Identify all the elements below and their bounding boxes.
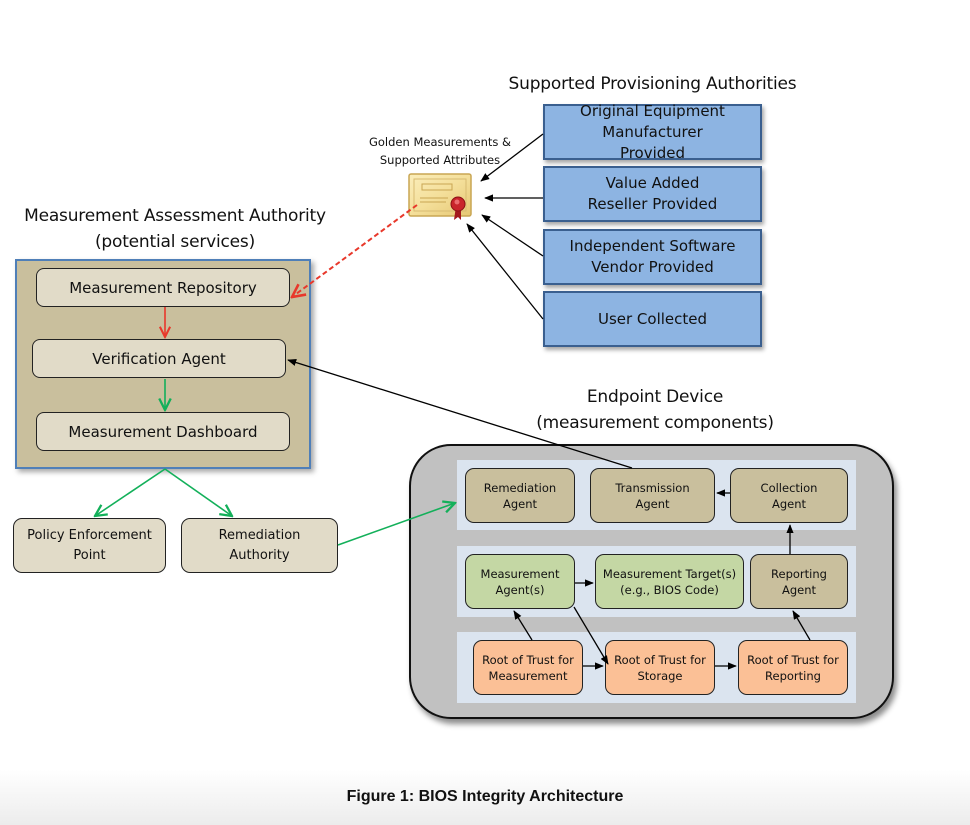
provider-isv-label: Independent Software Vendor Provided [569, 237, 736, 276]
arrow-maa-to-remediation-authority [164, 468, 232, 516]
provider-user: User Collected [543, 291, 762, 347]
root-of-trust-storage-label: Root of Trust for Storage [614, 652, 706, 683]
figure-caption: Figure 1: BIOS Integrity Architecture [346, 788, 624, 805]
measurement-repository-label: Measurement Repository [69, 278, 257, 297]
transmission-agent: Transmission Agent [590, 468, 715, 523]
measurement-dashboard: Measurement Dashboard [36, 412, 290, 451]
reporting-agent: Reporting Agent [750, 554, 848, 609]
measurement-repository: Measurement Repository [36, 268, 290, 307]
maa-title: Measurement Assessment Authority (potent… [5, 203, 345, 255]
remediation-authority-label: Remediation Authority [218, 527, 301, 563]
arrow-user-to-certificate [466, 223, 544, 320]
arrow-isv-to-certificate [481, 214, 544, 257]
verification-agent: Verification Agent [32, 339, 286, 378]
provider-oem-label: Original Equipment Manufacturer Provided [580, 101, 725, 162]
endpoint-title-line1: Endpoint Device [586, 387, 724, 407]
root-of-trust-measurement-label: Root of Trust for Measurement [482, 652, 574, 683]
provider-var-label: Value Added Reseller Provided [587, 174, 718, 213]
measurement-agents: Measurement Agent(s) [465, 554, 575, 609]
root-of-trust-reporting: Root of Trust for Reporting [738, 640, 848, 695]
golden-label-line1: Golden Measurements & [368, 135, 512, 149]
measurement-targets-label: Measurement Target(s) (e.g., BIOS Code) [602, 566, 737, 597]
maa-title-line2: (potential services) [94, 232, 256, 252]
provider-user-label: User Collected [597, 309, 708, 328]
policy-enforcement-point: Policy Enforcement Point [13, 518, 166, 573]
provider-var: Value Added Reseller Provided [543, 166, 762, 222]
measurement-dashboard-label: Measurement Dashboard [68, 422, 258, 441]
certificate-icon [406, 170, 474, 222]
measurement-agents-label: Measurement Agent(s) [480, 566, 560, 597]
maa-title-line1: Measurement Assessment Authority [24, 206, 326, 226]
collection-agent: Collection Agent [730, 468, 848, 523]
remediation-authority: Remediation Authority [181, 518, 338, 573]
measurement-targets: Measurement Target(s) (e.g., BIOS Code) [595, 554, 744, 609]
transmission-agent-label: Transmission Agent [615, 480, 690, 511]
policy-enforcement-point-label: Policy Enforcement Point [27, 527, 152, 563]
golden-label-line2: Supported Attributes [379, 153, 501, 167]
remediation-agent: Remediation Agent [465, 468, 575, 523]
endpoint-title: Endpoint Device (measurement components) [490, 384, 820, 436]
root-of-trust-measurement: Root of Trust for Measurement [473, 640, 583, 695]
reporting-agent-label: Reporting Agent [771, 566, 827, 597]
remediation-agent-label: Remediation Agent [483, 480, 557, 511]
provisioning-title: Supported Provisioning Authorities [508, 74, 797, 94]
provider-oem: Original Equipment Manufacturer Provided [543, 102, 762, 162]
endpoint-title-line2: (measurement components) [536, 413, 774, 433]
arrow-maa-to-pep [95, 468, 166, 516]
root-of-trust-reporting-label: Root of Trust for Reporting [747, 652, 839, 683]
verification-agent-label: Verification Agent [92, 349, 226, 368]
provider-isv: Independent Software Vendor Provided [543, 229, 762, 285]
golden-measurements-label: Golden Measurements & Supported Attribut… [355, 133, 525, 169]
root-of-trust-storage: Root of Trust for Storage [605, 640, 715, 695]
collection-agent-label: Collection Agent [760, 480, 818, 511]
